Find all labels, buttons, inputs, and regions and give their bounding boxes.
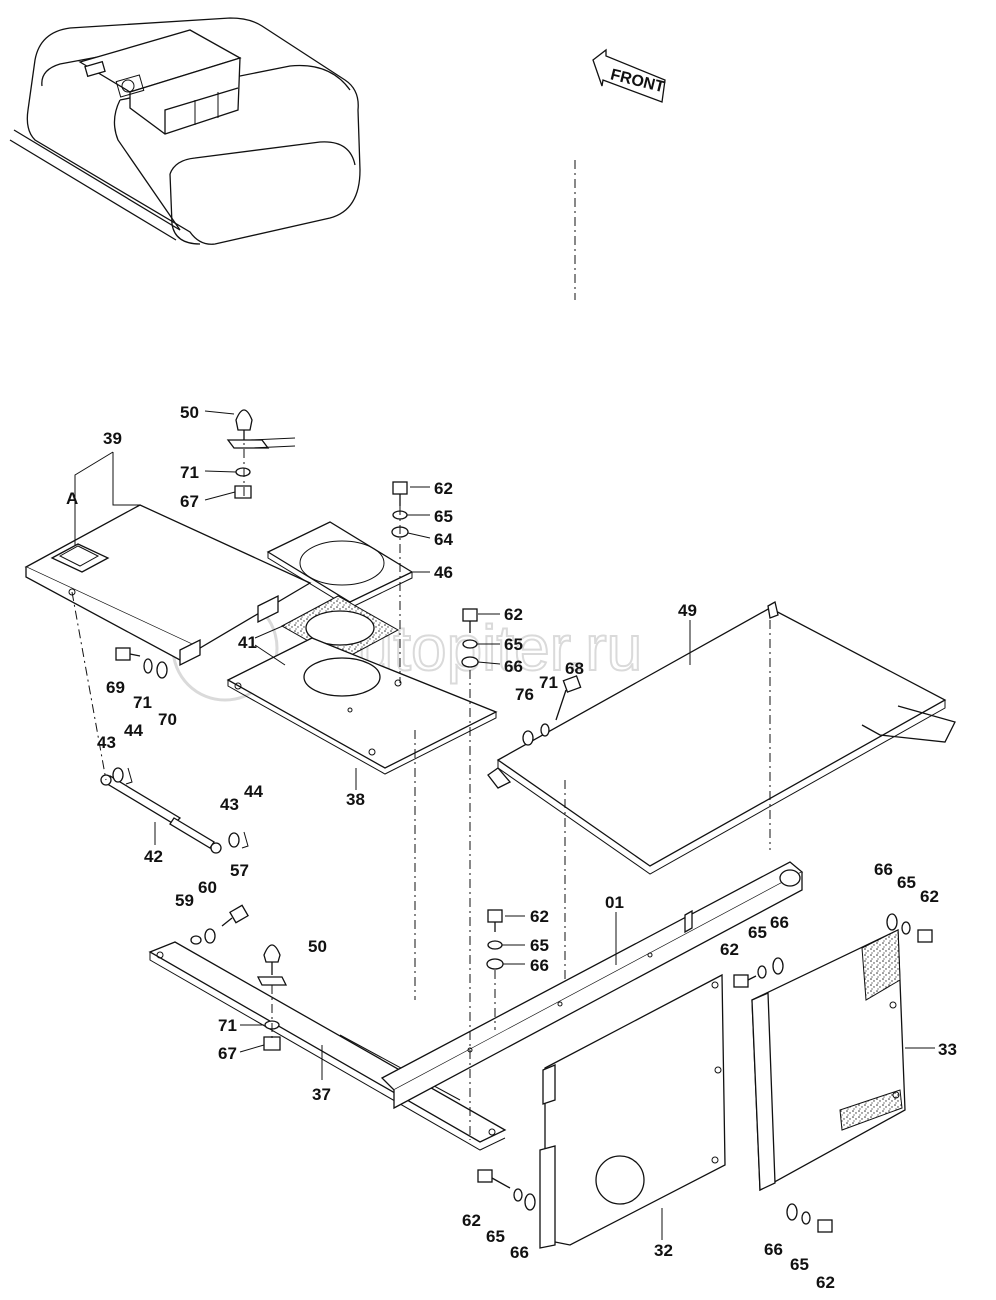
cab-overview-illustration <box>9 17 361 245</box>
callout-41: 41 <box>238 633 257 652</box>
callout-37: 37 <box>312 1085 331 1104</box>
callout-67: 67 <box>180 492 199 511</box>
callout-39: 39 <box>103 429 122 448</box>
callout-69: 69 <box>106 678 125 697</box>
part-38-plate <box>226 637 498 775</box>
callout-71: 71 <box>180 463 199 482</box>
callout-57: 57 <box>230 861 249 880</box>
callout-62: 62 <box>920 887 939 906</box>
part-41-gasket <box>280 595 400 661</box>
callout-42: 42 <box>144 847 163 866</box>
callout-62: 62 <box>504 605 523 624</box>
callout-66: 66 <box>764 1240 783 1259</box>
callout-65: 65 <box>790 1255 809 1274</box>
part-49-panel <box>487 601 956 875</box>
callout-labels: 50 39 71 67 A 62 65 64 46 41 62 65 66 49… <box>66 403 957 1292</box>
callout-67: 67 <box>218 1044 237 1063</box>
callout-01: 01 <box>605 893 624 912</box>
callout-a: A <box>66 489 78 508</box>
callout-66: 66 <box>874 860 893 879</box>
hardware-parts <box>112 409 933 1233</box>
front-direction-arrow: FRONT <box>592 48 666 103</box>
callout-64: 64 <box>434 530 453 549</box>
callout-65: 65 <box>897 873 916 892</box>
callout-68: 68 <box>565 659 584 678</box>
callout-66: 66 <box>770 913 789 932</box>
callout-62: 62 <box>462 1211 481 1230</box>
callout-62: 62 <box>530 907 549 926</box>
part-32-plate <box>539 973 726 1249</box>
part-01-bar <box>380 861 804 1110</box>
callout-65: 65 <box>530 936 549 955</box>
callout-65: 65 <box>486 1227 505 1246</box>
callout-70: 70 <box>158 710 177 729</box>
callout-50: 50 <box>180 403 199 422</box>
callout-71: 71 <box>539 673 558 692</box>
callout-46: 46 <box>434 563 453 582</box>
callout-65: 65 <box>748 923 767 942</box>
callout-62: 62 <box>434 479 453 498</box>
callout-50: 50 <box>308 937 327 956</box>
part-42-gas-spring <box>100 774 222 854</box>
callout-71: 71 <box>133 693 152 712</box>
callout-66: 66 <box>504 657 523 676</box>
part-39-cover <box>24 504 312 667</box>
callout-38: 38 <box>346 790 365 809</box>
assembly-centerlines <box>71 160 771 1140</box>
callout-66: 66 <box>510 1243 529 1262</box>
callout-32: 32 <box>654 1241 673 1260</box>
callout-76: 76 <box>515 685 534 704</box>
callout-62: 62 <box>816 1273 835 1292</box>
callout-62: 62 <box>720 940 739 959</box>
callout-65: 65 <box>504 635 523 654</box>
callout-43: 43 <box>220 795 239 814</box>
callout-44: 44 <box>244 782 263 801</box>
callout-44: 44 <box>124 721 143 740</box>
callout-33: 33 <box>938 1040 957 1059</box>
leader-lines <box>74 410 935 1240</box>
callout-71: 71 <box>218 1016 237 1035</box>
callout-65: 65 <box>434 507 453 526</box>
callout-66: 66 <box>530 956 549 975</box>
callout-43: 43 <box>97 733 116 752</box>
callout-49: 49 <box>678 601 697 620</box>
part-33-plate <box>751 928 906 1192</box>
callout-60: 60 <box>198 878 217 897</box>
callout-59: 59 <box>175 891 194 910</box>
